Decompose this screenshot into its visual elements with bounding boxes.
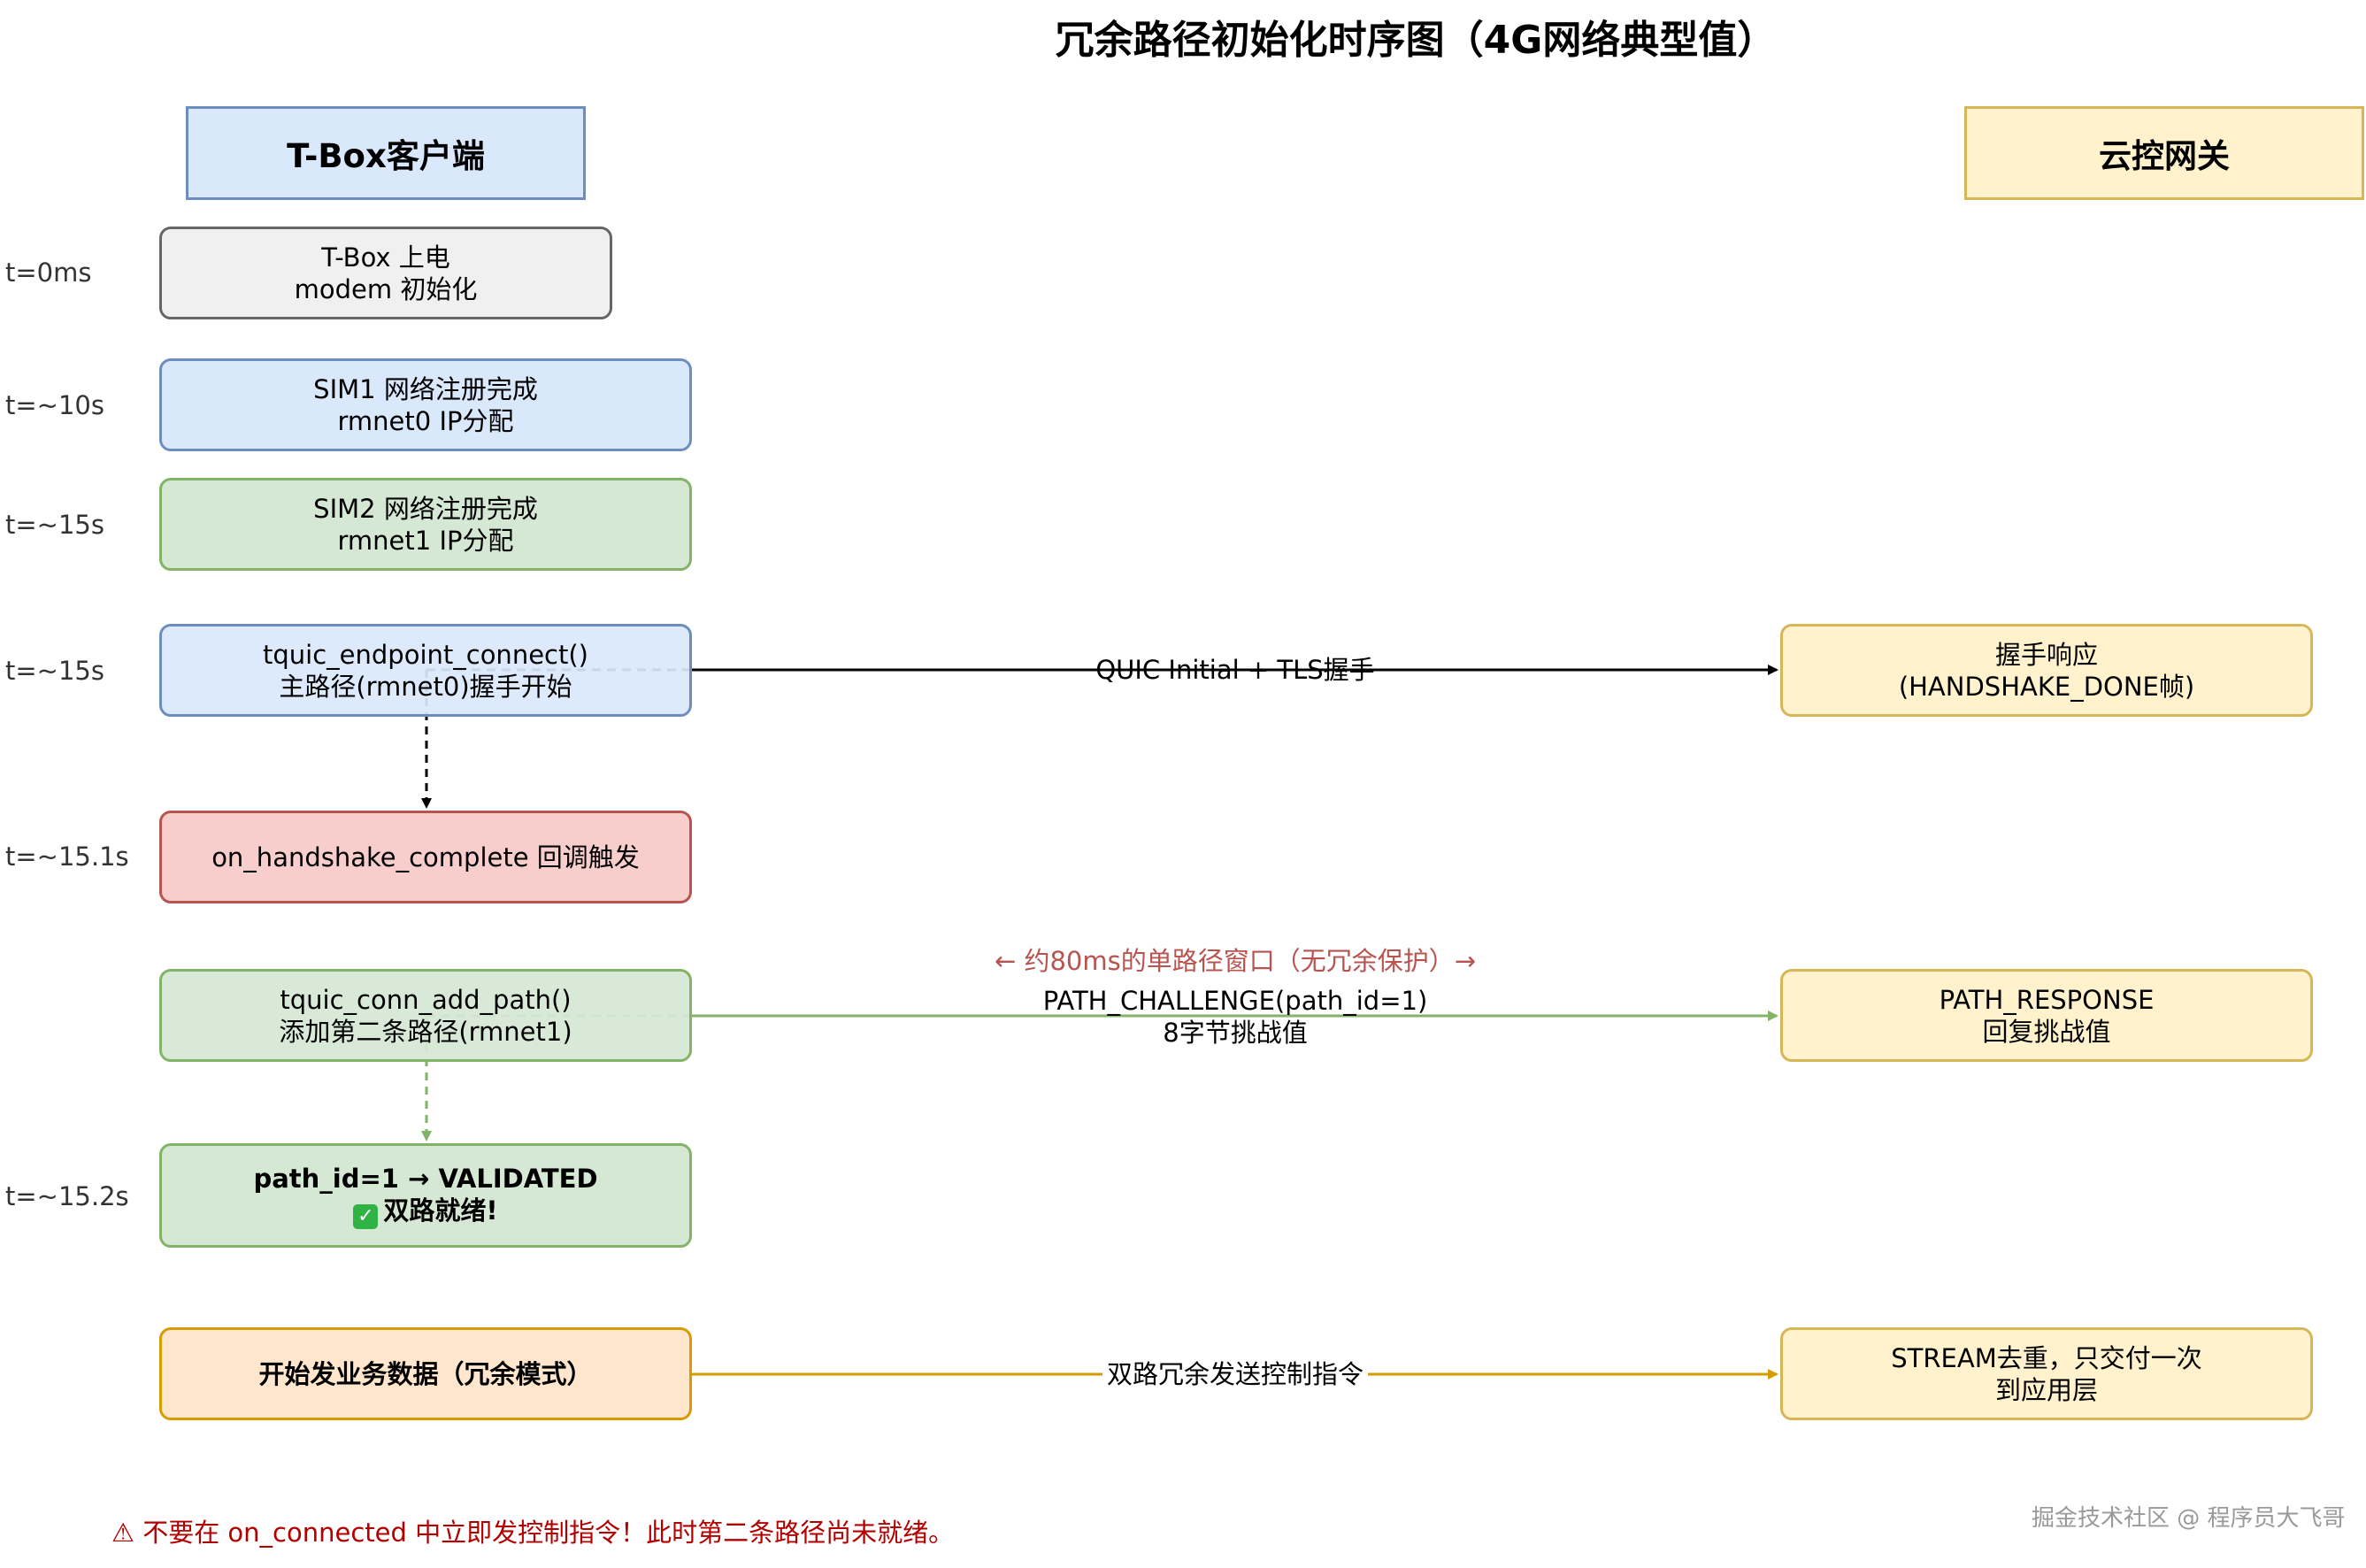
time-label: t=0ms: [5, 257, 92, 288]
step-validated-line1: path_id=1 → VALIDATED: [253, 1163, 598, 1194]
server-path-response-line2: 回复挑战值: [1982, 1016, 2111, 1047]
server-handshake-line1: 握手响应: [1994, 639, 2098, 670]
time-label: t=~15.2s: [5, 1181, 129, 1211]
step-endpoint-connect: tquic_endpoint_connect() 主路径(rmnet0)握手开始: [159, 624, 692, 717]
step-sim1-registered: SIM1 网络注册完成 rmnet0 IP分配: [159, 358, 692, 451]
server-stream-line2: 到应用层: [1994, 1374, 2098, 1405]
server-stream-line1: STREAM去重，只交付一次: [1891, 1342, 2202, 1373]
step-validated-line2-wrap: ✓双路就绪!: [353, 1195, 498, 1229]
step-start-data-line1: 开始发业务数据（冗余模式）: [258, 1358, 593, 1389]
lane-header-client: T-Box客户端: [186, 106, 586, 200]
step-connect-line2: 主路径(rmnet0)握手开始: [279, 671, 572, 702]
step-sim2-line1: SIM2 网络注册完成: [313, 493, 538, 524]
step-handshake-line1: on_handshake_complete 回调触发: [211, 842, 640, 872]
step-power-on: T-Box 上电 modem 初始化: [159, 227, 612, 319]
server-stream-dedup: STREAM去重，只交付一次 到应用层: [1780, 1327, 2313, 1420]
step-add-path-line2: 添加第二条路径(rmnet1): [279, 1016, 572, 1047]
step-handshake-complete: on_handshake_complete 回调触发: [159, 811, 692, 903]
server-path-response: PATH_RESPONSE 回复挑战值: [1780, 969, 2313, 1062]
step-add-path-line1: tquic_conn_add_path(): [280, 984, 572, 1015]
label-path-challenge: PATH_CHALLENGE(path_id=1) 8字节挑战值: [970, 985, 1501, 1049]
step-sim1-line2: rmnet0 IP分配: [337, 405, 514, 436]
label-path-challenge-line1: PATH_CHALLENGE(path_id=1): [1042, 986, 1428, 1016]
step-path-validated: path_id=1 → VALIDATED ✓双路就绪!: [159, 1143, 692, 1248]
diagram-title: 冗余路径初始化时序图（4G网络典型值）: [1055, 18, 1777, 63]
server-path-response-line1: PATH_RESPONSE: [1939, 984, 2155, 1015]
label-quic-initial: QUIC Initial + TLS握手: [1095, 655, 1375, 685]
label-redundant-send: 双路冗余发送控制指令: [1102, 1358, 1368, 1390]
step-sim1-line1: SIM1 网络注册完成: [313, 373, 538, 404]
watermark: 掘金技术社区 @ 程序员大飞哥: [2032, 1505, 2346, 1532]
step-sim2-line2: rmnet1 IP分配: [337, 525, 514, 556]
lane-header-server: 云控网关: [1964, 106, 2364, 200]
checkmark-icon: ✓: [353, 1203, 379, 1229]
time-label: t=~10s: [5, 390, 104, 420]
step-sim2-registered: SIM2 网络注册完成 rmnet1 IP分配: [159, 478, 692, 571]
label-single-path-window: ← 约80ms的单路径窗口（无冗余保护）→: [994, 946, 1477, 976]
time-label: t=~15.1s: [5, 842, 129, 872]
warning-note: ⚠ 不要在 on_connected 中立即发控制指令！此时第二条路径尚未就绪。: [111, 1518, 955, 1548]
step-power-on-line2: modem 初始化: [294, 273, 478, 304]
step-start-business-data: 开始发业务数据（冗余模式）: [159, 1327, 692, 1420]
server-handshake-response: 握手响应 (HANDSHAKE_DONE帧): [1780, 624, 2313, 717]
step-validated-line2: 双路就绪!: [383, 1195, 498, 1226]
server-handshake-line2: (HANDSHAKE_DONE帧): [1898, 671, 2195, 702]
time-label: t=~15s: [5, 510, 104, 540]
step-connect-line1: tquic_endpoint_connect(): [263, 639, 588, 670]
label-path-challenge-line2: 8字节挑战值: [1163, 1018, 1308, 1048]
step-add-path: tquic_conn_add_path() 添加第二条路径(rmnet1): [159, 969, 692, 1062]
time-label: t=~15s: [5, 656, 104, 686]
step-power-on-line1: T-Box 上电: [321, 242, 450, 273]
